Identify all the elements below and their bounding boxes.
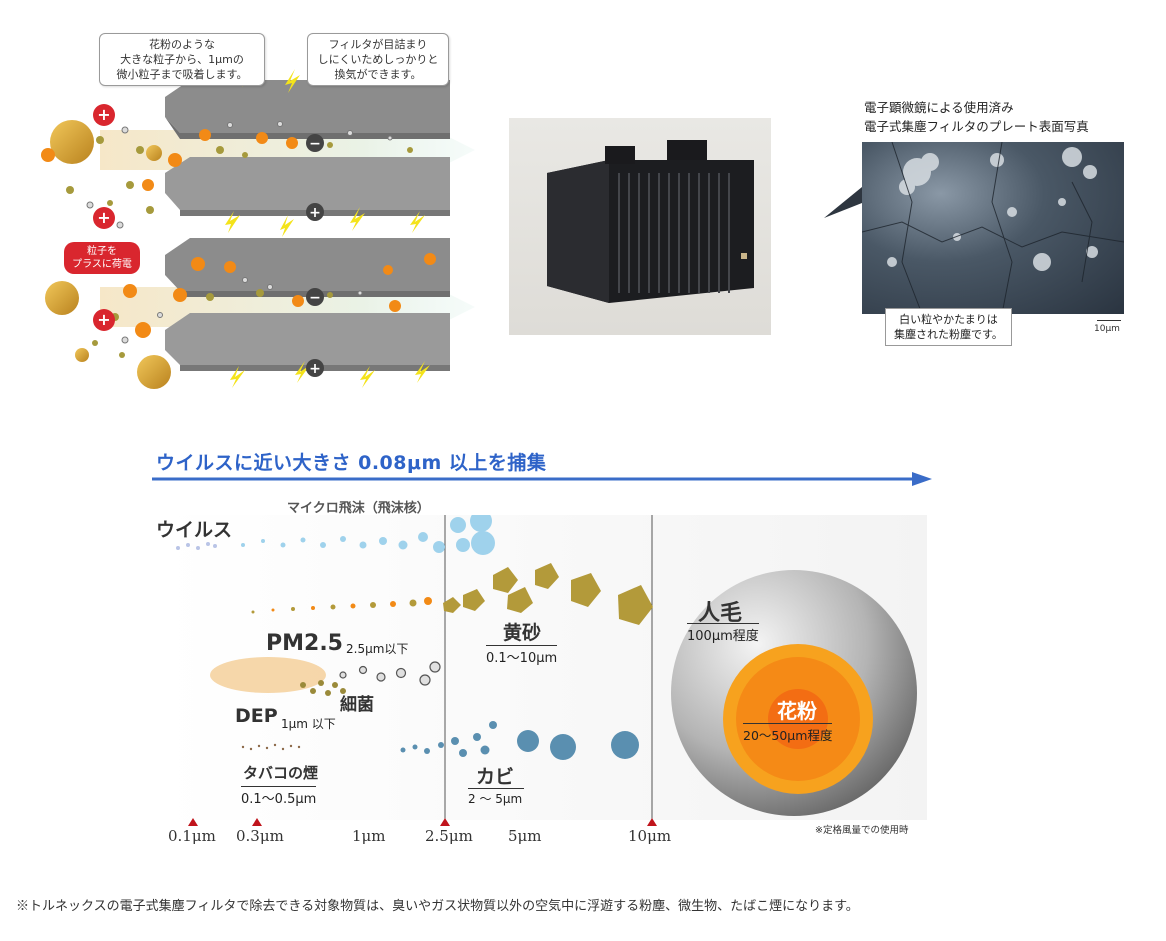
charge-line: プラスに荷電 — [72, 259, 132, 270]
svg-text:−: − — [309, 290, 321, 306]
svg-text:+: + — [97, 310, 110, 329]
dust-particle — [66, 136, 413, 358]
label-dep-note: 1μm 以下 — [281, 717, 336, 731]
label-tobacco: タバコの煙 — [243, 764, 319, 782]
label-pollen: 花粉 — [777, 699, 817, 723]
sem-note-line: 白い粒やかたまりは — [899, 313, 998, 326]
plus-plate-icon: + — [306, 359, 324, 377]
svg-text:+: + — [309, 205, 321, 221]
sand-particle — [251, 563, 653, 625]
label-tobacco-range: 0.1〜0.5μm — [241, 786, 317, 807]
axis-tick: 10μm — [628, 827, 672, 845]
label-pollen-range: 20〜50μm程度 — [743, 723, 833, 744]
svg-text:+: + — [97, 105, 110, 124]
sem-caption-line: 電子式集塵フィルタのプレート表面写真 — [864, 119, 1089, 134]
size-chart-graphics — [163, 515, 927, 820]
plus-badge-icon: + — [93, 104, 115, 126]
axis-tick: 1μm — [352, 827, 386, 845]
tick-marker-icon — [252, 818, 262, 826]
sem-note-line: 集塵された粉塵です。 — [894, 328, 1003, 341]
tick-marker-icon — [440, 818, 450, 826]
callout-line: 微小粒子まで吸着します。 — [116, 68, 248, 81]
particle-size-chart: ウイルス マイクロ飛沫（飛沫核） PM2.5 2.5μm以下 細菌 DEP 1μ… — [156, 501, 927, 836]
callout-line: 花粉のような — [149, 38, 215, 51]
pollen-particle — [137, 355, 171, 389]
svg-text:+: + — [309, 361, 321, 377]
filter-plate — [165, 313, 450, 371]
callout-adsorption: 花粉のような 大きな粒子から、1μmの 微小粒子まで吸着します。 — [99, 33, 265, 86]
filter-diagram: + + + − + − + — [41, 60, 475, 389]
label-yellow-sand-range: 0.1〜10μm — [486, 645, 558, 666]
tick-marker-icon — [188, 818, 198, 826]
label-human-hair-range: 100μm程度 — [687, 623, 759, 644]
sem-photo — [862, 142, 1124, 314]
pollen-particle — [50, 120, 94, 164]
label-bacteria: 細菌 — [340, 695, 374, 715]
footnote-airflow: ※定格風量での使用時 — [815, 825, 909, 836]
filter-plate — [165, 80, 450, 139]
pollen-icon — [723, 644, 873, 794]
filter-plate — [165, 157, 450, 216]
page-footnote: ※トルネックスの電子式集塵フィルタで除去できる対象物質は、臭いやガス状物質以外の… — [16, 899, 859, 914]
axis-tick: 2.5μm — [425, 827, 473, 845]
plus-badge-icon: + — [93, 309, 115, 331]
droplet-particle — [241, 515, 495, 555]
plus-badge-icon: + — [93, 207, 115, 229]
label-pm25: PM2.5 — [266, 631, 343, 656]
callout-line: フィルタが目詰まり — [328, 38, 428, 51]
axis-tick: 0.3μm — [236, 827, 284, 845]
sem-note: 白い粒やかたまりは 集塵された粉塵です。 — [885, 308, 1012, 346]
label-yellow-sand: 黄砂 — [503, 622, 542, 644]
sem-scale-label: 10μm — [1094, 324, 1120, 334]
sem-pointer-icon — [824, 187, 862, 218]
tobacco-particle — [241, 743, 301, 751]
pollen-particle — [75, 348, 89, 362]
sem-caption-line: 電子顕微鏡による使用済み — [864, 100, 1014, 115]
sem-caption: 電子顕微鏡による使用済み 電子式集塵フィルタのプレート表面写真 — [864, 98, 1089, 136]
label-human-hair: 人毛 — [698, 601, 743, 626]
minus-plate-icon: − — [306, 288, 324, 306]
axis-tick: 0.1μm — [168, 827, 216, 845]
svg-text:−: − — [309, 136, 321, 152]
label-dep: DEP — [235, 705, 278, 727]
product-photo — [509, 118, 771, 335]
pm25-area — [210, 657, 326, 693]
charge-label: 粒子を プラスに荷電 — [64, 242, 140, 274]
sand-particle-orange — [271, 597, 432, 612]
capture-headline: ウイルスに近い大きさ 0.08μm 以上を捕集 — [156, 452, 547, 474]
label-pm25-note: 2.5μm以下 — [346, 642, 409, 656]
pollen-particle — [45, 281, 79, 315]
range-arrow-icon — [152, 472, 932, 486]
bacteria-particle — [300, 680, 346, 696]
svg-text:+: + — [97, 208, 110, 227]
label-mold: カビ — [476, 766, 515, 788]
plus-plate-icon: + — [306, 203, 324, 221]
charge-line: 粒子を — [87, 246, 117, 257]
axis-tick: 5μm — [508, 827, 542, 845]
virus-particle — [176, 542, 217, 550]
label-mold-range: 2 〜 5μm — [468, 788, 524, 807]
mold-particle — [400, 721, 639, 760]
minus-plate-icon: − — [306, 134, 324, 152]
label-micro-droplet: マイクロ飛沫（飛沫核） — [287, 501, 430, 516]
pm25-particle — [339, 661, 441, 686]
sem-scale-bar — [1097, 320, 1121, 321]
tick-marker-icon — [647, 818, 657, 826]
callout-line: 大きな粒子から、1μmの — [120, 53, 244, 66]
filter-plate — [165, 238, 450, 297]
callout-line: しにくいためしっかりと — [317, 53, 439, 66]
callout-line: 換気ができます。 — [334, 68, 422, 81]
fine-particle — [86, 121, 393, 344]
callout-ventilation: フィルタが目詰まり しにくいためしっかりと 換気ができます。 — [307, 33, 449, 86]
charged-particle — [41, 129, 436, 338]
pollen-particle — [146, 145, 162, 161]
filter-unit-image — [547, 140, 754, 303]
label-virus: ウイルス — [156, 519, 233, 541]
